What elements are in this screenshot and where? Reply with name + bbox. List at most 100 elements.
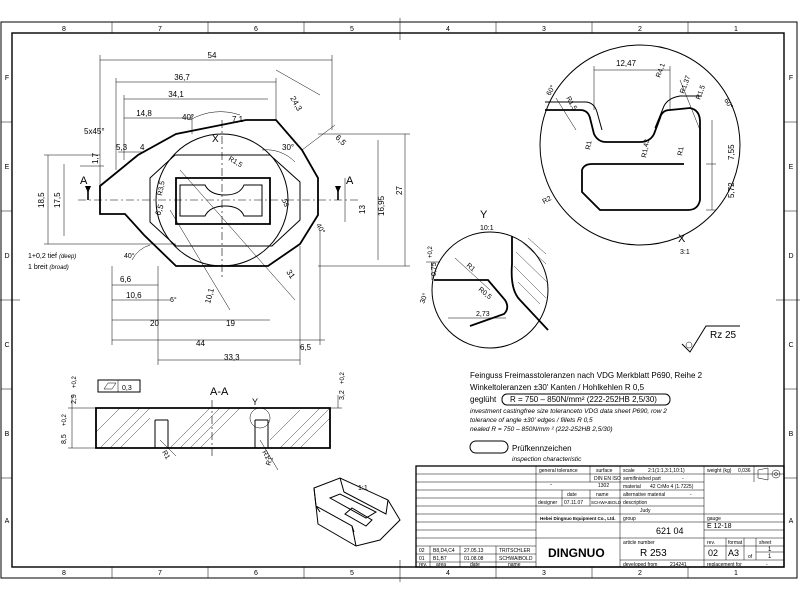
tb-of-value: 1 <box>768 554 772 560</box>
tb-brand: DINGNUO <box>548 546 605 560</box>
tb-group-value: 621 04 <box>656 526 684 536</box>
surface-rz: Rz 25 <box>710 330 737 341</box>
section-a-a: A-A 0,3 Y 2,9 +0,2 8,5 +0,2 3,2 +0,2 R1 <box>61 371 346 471</box>
tb-semifinished: semifinished part <box>623 476 661 482</box>
inspection-label-en: inspection characteristic <box>512 456 582 463</box>
dim-r1-section-b: R1 <box>260 450 271 461</box>
note-line-4: investment castingfree size toleranceto … <box>470 408 667 415</box>
row-label: C <box>788 342 793 349</box>
tb-surface: surface <box>596 468 613 474</box>
rev-row-area: B1,B7 <box>433 556 447 562</box>
detail-y-scale: 10:1 <box>480 225 494 232</box>
section-marker-a-right: A <box>346 175 354 187</box>
col-label: 2 <box>638 26 642 33</box>
dim-6-5-top: 6,5 <box>334 133 349 148</box>
tb-semifinished-val: - <box>682 476 684 482</box>
dim-6-6: 6,6 <box>120 275 132 284</box>
tb-article-label: article number <box>623 540 655 546</box>
col-label: 6 <box>254 26 258 33</box>
tb-replacement-label: replacement for <box>707 562 742 568</box>
tb-sheet-label: sheet <box>759 540 772 546</box>
row-label: D <box>4 253 9 260</box>
tb-company: Hebei Dingnuo Equipment Co., Ltd. <box>540 516 616 521</box>
row-label: F <box>5 75 9 82</box>
section-marker-a-left: A <box>80 175 88 187</box>
col-label: 5 <box>350 26 354 33</box>
col-label: 3 <box>542 570 546 577</box>
row-label: C <box>4 342 9 349</box>
note-line-2: Winkeltoleranzen ±30' Kanten / Hohlkehle… <box>470 383 645 392</box>
rev-head-date: date <box>470 562 480 568</box>
rev-head-name: name <box>508 562 521 568</box>
rev-row-rev: 02 <box>419 548 425 554</box>
col-label: 4 <box>446 26 450 33</box>
col-label: 2 <box>638 570 642 577</box>
tb-format-label: format <box>728 540 743 546</box>
detail-y-label: Y <box>480 209 488 221</box>
rev-head-area: area <box>436 562 446 568</box>
dim-chamfer: 5x45° <box>84 127 105 136</box>
tb-alt-material-val: - <box>690 492 692 498</box>
rev-row-name: TRITSCHLER <box>499 548 531 554</box>
rev-row-rev: 01 <box>419 556 425 562</box>
dim-30: 30° <box>282 143 294 152</box>
rev-head-rev: rev. <box>419 562 427 568</box>
dim-0-75: 0,75 <box>431 262 438 276</box>
tb-description-value: Judy <box>640 508 651 514</box>
tb-developed-label: developed from <box>623 562 657 568</box>
tb-date-label: date <box>567 492 577 498</box>
note-line-1: Feinguss Freimasstoleranzen nach VDG Mer… <box>470 371 703 380</box>
dim-r1-section-c: R1 <box>265 456 275 467</box>
dim-40-top: 40° <box>182 113 194 122</box>
dim-10-1: 10,1 <box>203 287 216 305</box>
dim-7-55: 7,55 <box>727 144 736 160</box>
tb-weight-label: weight (kg) <box>707 468 732 474</box>
row-label: D <box>788 253 793 260</box>
rev-row-area: B8,D4,C4 <box>433 548 455 554</box>
dim-36-7: 36,7 <box>174 73 190 82</box>
dim-r1-5-b: R1,5 <box>695 84 707 100</box>
dim-16-95: 16,95 <box>377 195 386 216</box>
dim-13: 13 <box>358 205 367 214</box>
col-label: 4 <box>446 570 450 577</box>
col-label: 8 <box>62 570 66 577</box>
tb-gauge-value: E 12-18 <box>707 523 732 530</box>
dim-r1: R1 <box>465 262 476 273</box>
dim-2-9: 2,9 <box>71 394 78 404</box>
dim-plus-02-b: +0,2 <box>62 413 68 426</box>
dim-r4-1: R4,1 <box>655 62 667 78</box>
tb-rev-value: 02 <box>708 548 718 558</box>
tb-material-label: material <box>623 484 641 490</box>
isometric-view: 1:1 <box>313 477 401 547</box>
dim-7-1: 7,1 <box>232 115 244 124</box>
col-label: 1 <box>734 570 738 577</box>
dim-r1-a: R1 <box>585 140 593 150</box>
tb-general-tolerance: general tolerance <box>539 468 578 474</box>
detail-x: 12,47 60° 60° R1,5 R4,1 R1,37 R1,5 R1 R1… <box>539 44 741 256</box>
tb-gt-dash: - <box>550 482 552 488</box>
row-label: B <box>789 431 794 438</box>
tb-rev-label: rev. <box>707 540 715 546</box>
dim-r1-b: R1 <box>677 146 685 156</box>
dim-6-deg: 6° <box>170 296 177 304</box>
dim-44: 44 <box>196 339 205 348</box>
col-label: 7 <box>158 570 162 577</box>
col-label: 6 <box>254 570 258 577</box>
col-label: 3 <box>542 26 546 33</box>
dim-31: 31 <box>284 268 297 281</box>
drawing-frame: 8 7 6 5 4 3 2 1 8 7 6 5 4 3 2 1 F E D C … <box>0 18 800 582</box>
projection-symbol-icon <box>757 467 781 481</box>
title-block: general tolerance surface DIN EN ISO 130… <box>415 465 785 568</box>
tb-scale-value: 2:1(1:1,3:1,10:1) <box>648 468 685 474</box>
tb-designer-name: SCHWAIBOLD <box>591 500 622 505</box>
dim-6-5-bottom: 6,5 <box>300 343 312 352</box>
dim-40-right: 40° <box>314 222 326 235</box>
dim-6-5-mid: 6,5 <box>153 203 165 217</box>
tb-din: DIN EN ISO <box>594 476 621 482</box>
tb-developed-value: 214241 <box>670 562 687 568</box>
dim-2-73: 2,73 <box>476 311 490 318</box>
col-label: 8 <box>62 26 66 33</box>
tb-format-value: A3 <box>728 548 739 558</box>
flatness-value: 0,3 <box>122 385 132 392</box>
dim-5-3: 5,3 <box>116 143 128 152</box>
